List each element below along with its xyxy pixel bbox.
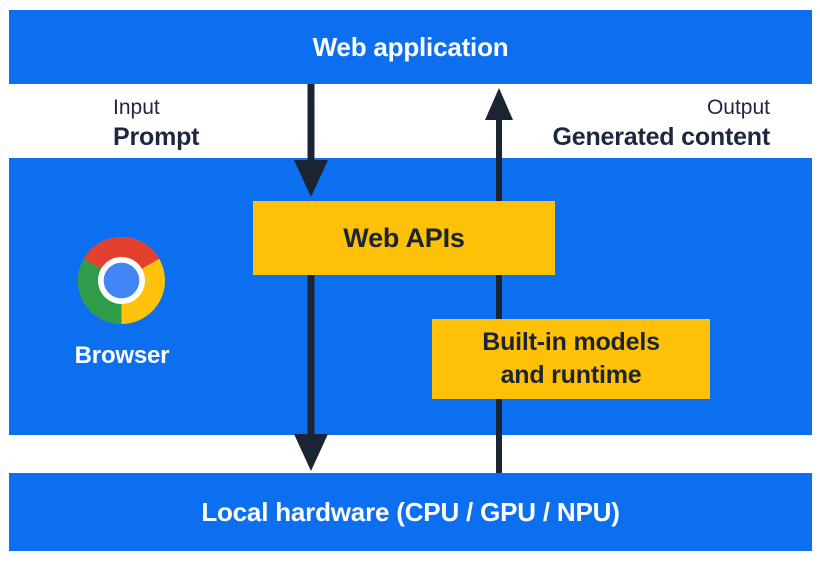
local-hardware-label: Local hardware (CPU / GPU / NPU) [201,496,620,527]
builtin-models-label-line1: Built-in models [482,328,660,356]
output-label-group: Output Generated content [552,94,771,153]
browser-label: Browser [74,342,170,369]
web-application-label: Web application [312,31,509,62]
input-value-label: Prompt [113,123,200,151]
input-label-group: Input Prompt [113,94,200,153]
output-value-label: Generated content [552,123,771,151]
web-application-bar: Web application [9,10,812,84]
web-apis-label: Web APIs [343,222,465,253]
local-hardware-bar: Local hardware (CPU / GPU / NPU) [9,473,812,551]
chrome-logo-icon [78,237,165,324]
input-label: Input [113,96,160,119]
output-label: Output [706,96,770,119]
builtin-models-label-line2: and runtime [500,361,642,389]
web-apis-box: Web APIs [253,201,555,275]
builtin-models-box: Built-in models and runtime [432,319,710,399]
